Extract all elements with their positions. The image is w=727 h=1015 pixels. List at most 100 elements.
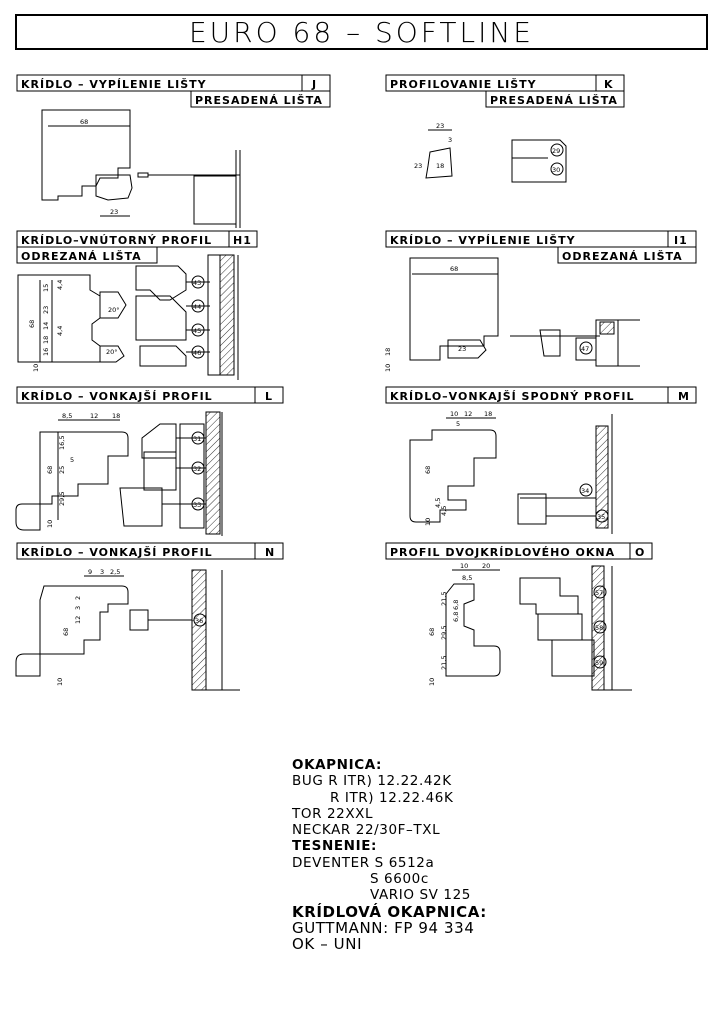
page-title: EURO 68 – SOFTLINE — [15, 14, 708, 50]
svg-text:9: 9 — [88, 568, 92, 576]
svg-text:23: 23 — [436, 122, 444, 130]
svg-text:3: 3 — [74, 606, 82, 610]
profile-l-tool-1 — [141, 423, 177, 459]
svg-text:12: 12 — [90, 412, 98, 420]
svg-text:29,5: 29,5 — [58, 492, 66, 506]
profile-o-tool-3 — [551, 639, 595, 677]
svg-text:4,4: 4,4 — [56, 280, 64, 290]
svg-text:KRÍDLO – VONKAJŠÍ PROFIL: KRÍDLO – VONKAJŠÍ PROFIL — [21, 546, 213, 559]
profile-o-tool-1 — [519, 577, 579, 615]
svg-text:15: 15 — [42, 284, 50, 292]
profile-k-tool — [511, 139, 567, 183]
section-m: KRÍDLO–VONKAJŠÍ SPODNÝ PROFIL M 10 12 18… — [385, 386, 697, 534]
svg-text:6,8: 6,8 — [452, 600, 460, 610]
notes-okapnica-heading: OKAPNICA: — [292, 757, 383, 773]
notes-okapnica-line: BUG R ITR) 12.22.42K — [292, 773, 452, 790]
profile-m-tool — [517, 493, 547, 525]
svg-text:20°: 20° — [106, 348, 118, 356]
profile-h1-bead-top — [99, 291, 127, 319]
svg-text:68: 68 — [62, 628, 70, 636]
svg-text:59: 59 — [595, 659, 603, 667]
svg-text:KRÍDLO – VYPÍLENIE LIŠTY: KRÍDLO – VYPÍLENIE LIŠTY — [390, 234, 576, 247]
svg-text:29,5: 29,5 — [440, 626, 448, 640]
profile-j-bead — [95, 174, 133, 201]
svg-text:10: 10 — [450, 410, 458, 418]
svg-text:68: 68 — [450, 265, 458, 273]
svg-text:23: 23 — [42, 306, 50, 314]
svg-text:5: 5 — [70, 456, 74, 464]
svg-text:3: 3 — [448, 136, 452, 144]
profile-h1-tool-2 — [135, 295, 187, 341]
svg-text:18: 18 — [112, 412, 120, 420]
svg-text:44: 44 — [193, 303, 201, 311]
notes-okapnica-line: R ITR) 12.22.46K — [330, 789, 454, 806]
svg-text:43: 43 — [193, 279, 201, 287]
svg-text:ODREZANÁ LIŠTA: ODREZANÁ LIŠTA — [21, 250, 142, 263]
svg-text:25: 25 — [58, 466, 66, 474]
svg-text:68: 68 — [80, 118, 88, 126]
svg-text:10: 10 — [460, 562, 468, 570]
svg-text:10: 10 — [428, 678, 436, 686]
svg-text:PROFIL DVOJKRÍDLOVÉHO OKNA: PROFIL DVOJKRÍDLOVÉHO OKNA — [390, 546, 615, 559]
svg-text:4,5: 4,5 — [434, 498, 442, 508]
svg-text:PROFILOVANIE LIŠTY: PROFILOVANIE LIŠTY — [390, 78, 537, 91]
profile-h1-bead-bottom — [99, 345, 125, 363]
svg-text:29: 29 — [552, 147, 560, 155]
notes-tesnenie-line: DEVENTER S 6512a — [292, 854, 435, 871]
svg-text:68: 68 — [428, 628, 436, 636]
profile-k-bead — [425, 147, 453, 179]
section-i1: KRÍDLO – VYPÍLENIE LIŠTY I1 ODREZANÁ LIŠ… — [384, 230, 697, 372]
svg-text:18: 18 — [384, 348, 392, 356]
profile-h1-tool-3 — [139, 345, 187, 367]
svg-text:8,5: 8,5 — [62, 412, 72, 420]
svg-text:14: 14 — [42, 322, 50, 330]
svg-text:3: 3 — [100, 568, 104, 576]
svg-text:35: 35 — [597, 513, 605, 521]
svg-text:32: 32 — [193, 465, 201, 473]
svg-text:I1: I1 — [674, 234, 688, 247]
profile-drawings: KRÍDLO – VYPÍLENIE LIŠTY J PRESADENÁ LIŠ… — [15, 74, 697, 691]
profile-h1-tool-1 — [135, 265, 187, 301]
svg-text:46: 46 — [193, 349, 201, 357]
svg-text:ODREZANÁ LIŠTA: ODREZANÁ LIŠTA — [562, 250, 683, 263]
svg-text:5: 5 — [456, 420, 460, 428]
section-j-title: KRÍDLO – VYPÍLENIE LIŠTY — [21, 78, 207, 91]
svg-text:57: 57 — [595, 589, 603, 597]
svg-text:H1: H1 — [233, 234, 252, 247]
notes-kridlova-heading: KRÍDLOVÁ OKAPNICA: — [292, 902, 487, 921]
notes-kridlova-line: GUTTMANN: FP 94 334 — [292, 918, 475, 937]
svg-text:KRÍDLO–VONKAJŠÍ SPODNÝ PROFIL: KRÍDLO–VONKAJŠÍ SPODNÝ PROFIL — [390, 390, 635, 403]
svg-text:58: 58 — [595, 624, 603, 632]
svg-text:PRESADENÁ LIŠTA: PRESADENÁ LIŠTA — [490, 94, 618, 107]
svg-text:10: 10 — [46, 520, 54, 528]
profile-n-sash — [15, 585, 129, 677]
svg-text:L: L — [265, 390, 273, 403]
svg-text:KRÍDLO – VONKAJŠÍ PROFIL: KRÍDLO – VONKAJŠÍ PROFIL — [21, 390, 213, 403]
profile-l-tool-2 — [143, 451, 177, 491]
svg-text:23: 23 — [458, 345, 466, 353]
svg-text:45: 45 — [193, 327, 201, 335]
svg-text:6,8: 6,8 — [452, 612, 460, 622]
notes-block: OKAPNICA: BUG R ITR) 12.22.42K R ITR) 12… — [292, 757, 592, 953]
notes-okapnica-line: TOR 22XXL — [292, 805, 374, 822]
svg-text:68: 68 — [28, 320, 36, 328]
profile-h1-sash — [17, 274, 101, 363]
svg-text:2,5: 2,5 — [110, 568, 120, 576]
svg-text:21,5: 21,5 — [440, 592, 448, 606]
svg-text:10: 10 — [424, 518, 432, 526]
svg-text:16,5: 16,5 — [58, 436, 66, 450]
section-j: KRÍDLO – VYPÍLENIE LIŠTY J PRESADENÁ LIŠ… — [16, 74, 331, 228]
svg-text:K: K — [604, 78, 614, 91]
svg-text:16: 16 — [42, 348, 50, 356]
svg-text:M: M — [678, 390, 690, 403]
notes-tesnenie-line: S 6600c — [370, 871, 429, 888]
svg-text:4,5: 4,5 — [440, 506, 448, 516]
svg-text:36: 36 — [195, 617, 203, 625]
profile-n-tool — [129, 609, 149, 631]
svg-text:31: 31 — [193, 435, 201, 443]
svg-text:O: O — [635, 546, 645, 559]
section-l: KRÍDLO – VONKAJŠÍ PROFIL L 8,5 12 18 16,… — [15, 386, 284, 536]
profile-j-frame — [193, 175, 237, 225]
svg-text:18: 18 — [436, 162, 444, 170]
svg-text:N: N — [265, 546, 275, 559]
